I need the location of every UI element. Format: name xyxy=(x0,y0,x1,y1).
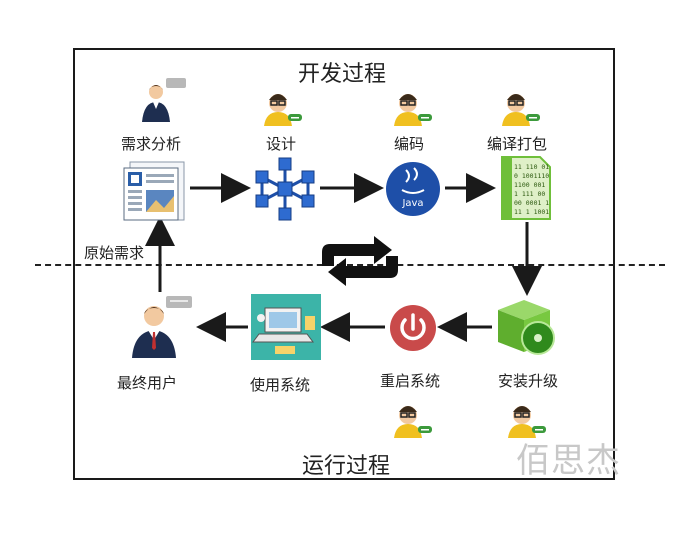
developer-avatar xyxy=(262,90,302,130)
cycle-icon xyxy=(322,236,398,286)
code-line: 11 1 1001 xyxy=(514,208,549,216)
java-label: Java xyxy=(401,198,423,209)
label-requirements: 需求分析 xyxy=(121,135,182,153)
java-icon: Java xyxy=(384,160,442,222)
code-line: 1100 001 xyxy=(514,181,545,189)
code-line: 0 1001110 xyxy=(514,172,549,180)
watermark: 佰思杰 xyxy=(516,441,621,481)
label-raw-requirements: 原始需求 xyxy=(84,244,145,262)
developer-avatar xyxy=(392,90,432,130)
phase-divider xyxy=(35,264,665,266)
label-coding: 编码 xyxy=(394,135,425,153)
label-end-user: 最终用户 xyxy=(117,374,178,392)
end-user-avatar xyxy=(122,292,192,364)
label-restart: 重启系统 xyxy=(380,372,441,390)
code-line: 1 111 00 xyxy=(514,190,545,198)
label-design: 设计 xyxy=(266,135,297,153)
developer-avatar xyxy=(500,90,540,130)
label-use-system: 使用系统 xyxy=(250,376,311,394)
code-line: 00 0001 1 xyxy=(514,199,549,207)
developer-avatar xyxy=(506,402,546,442)
run-process-title: 运行过程 xyxy=(302,454,391,479)
svg-text:11 110 01 0 1001110: 11 110 01 0 1001110 1100 001 1 111 00 00… xyxy=(514,163,552,216)
install-package-icon xyxy=(492,292,558,362)
power-icon xyxy=(388,303,438,357)
requirements-doc-icon xyxy=(122,160,188,226)
analyst-avatar xyxy=(138,76,188,126)
laptop-icon xyxy=(251,294,321,364)
design-network-icon xyxy=(250,157,320,225)
label-build: 编译打包 xyxy=(487,135,548,153)
dev-process-title: 开发过程 xyxy=(298,62,387,87)
binary-package-icon: 11 110 01 0 1001110 1100 001 1 111 00 00… xyxy=(500,155,552,225)
code-line: 11 110 01 xyxy=(514,163,549,171)
label-install: 安装升级 xyxy=(498,372,559,390)
developer-avatar xyxy=(392,402,432,442)
